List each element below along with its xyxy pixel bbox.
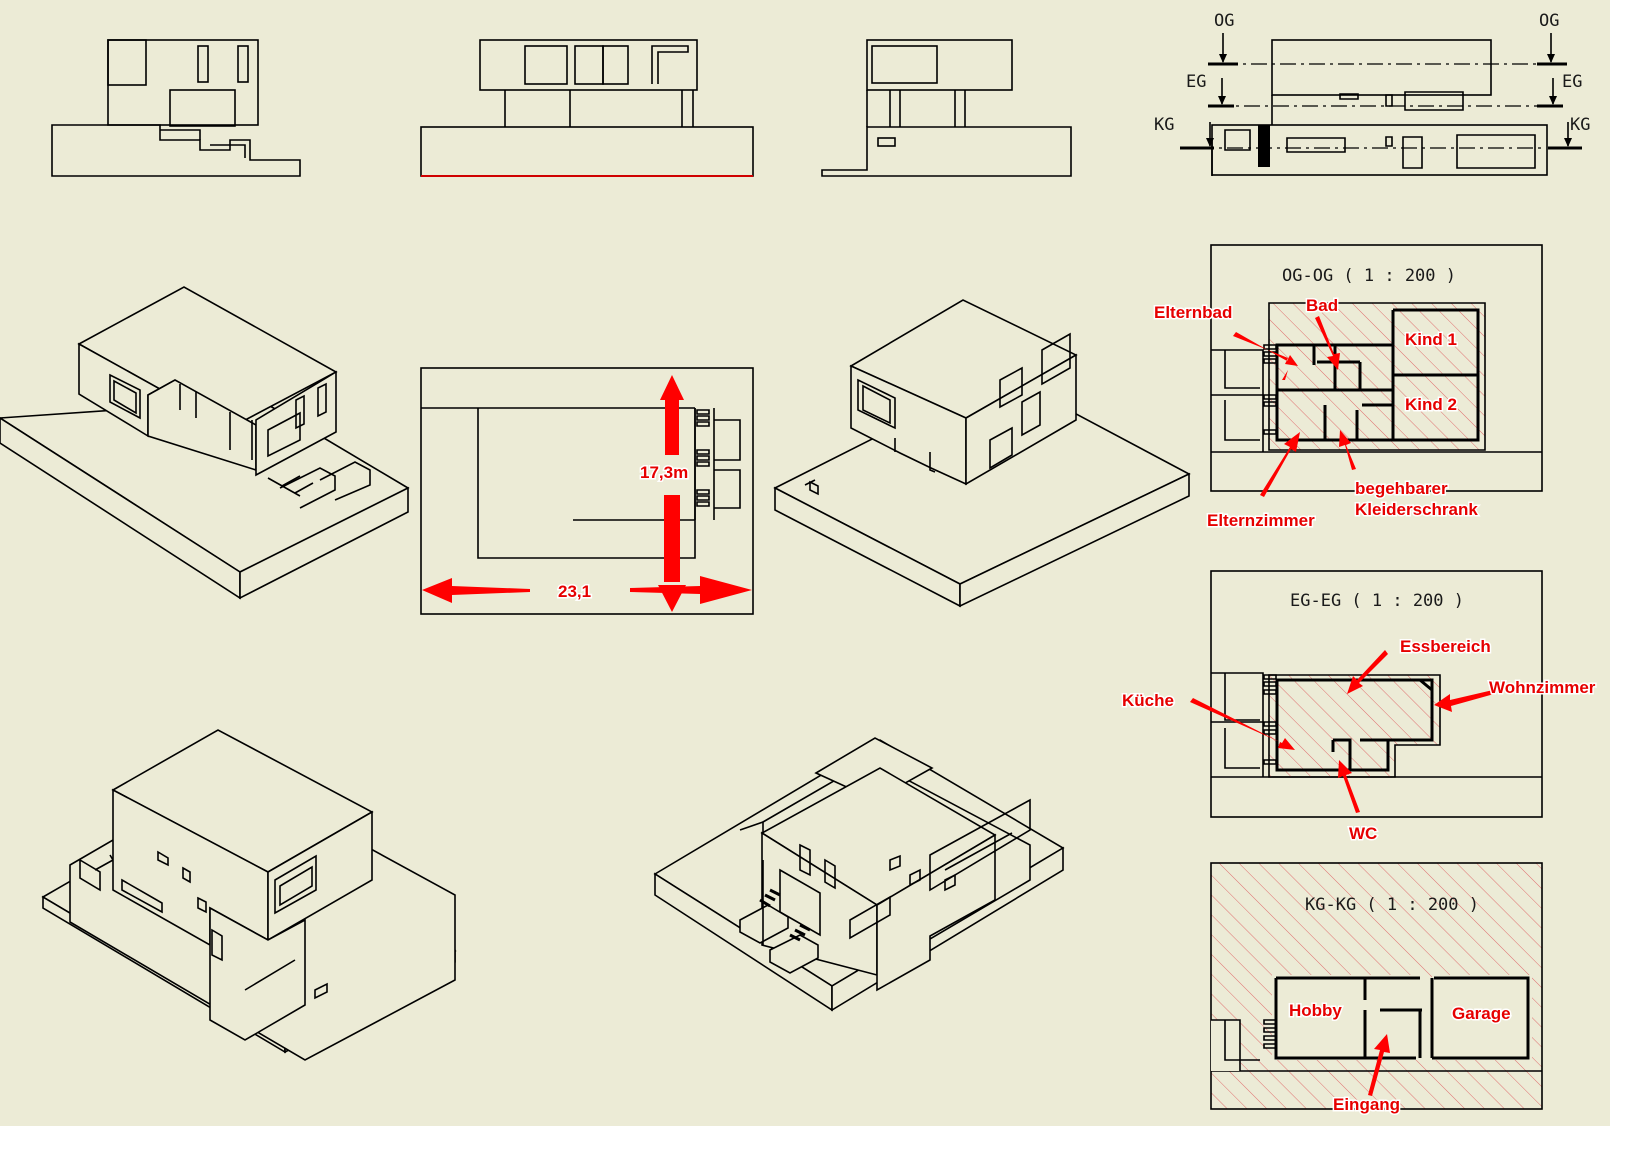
section-mark-og-left: OG <box>1214 11 1234 31</box>
elevation-view-1 <box>51 39 301 177</box>
elevation-view-2 <box>420 39 754 177</box>
floor-plan-og <box>1210 244 1543 497</box>
room-label-kueche: Küche <box>1122 691 1174 710</box>
room-label-elternbad: Elternbad <box>1154 303 1232 322</box>
section-mark-kg-right: KG <box>1570 115 1590 135</box>
section-key-elevation <box>1180 33 1582 176</box>
section-mark-eg-right: EG <box>1562 72 1582 92</box>
isometric-view-2 <box>773 299 1191 608</box>
plan-kg-title: KG-KG ( 1 : 200 ) <box>1305 895 1479 915</box>
room-label-garage: Garage <box>1452 1004 1511 1023</box>
room-label-begehbarer: begehbarer <box>1355 479 1448 498</box>
isometric-view-3 <box>41 729 457 1061</box>
room-label-bad: Bad <box>1306 296 1338 315</box>
floor-plan-eg <box>1190 570 1543 818</box>
dimension-arrows <box>422 375 752 612</box>
room-label-hobby: Hobby <box>1289 1001 1342 1020</box>
room-label-kind-2: Kind 2 <box>1405 395 1457 414</box>
dimension-width-label: 23,1 <box>558 582 591 601</box>
room-label-kleiderschrank: Kleiderschrank <box>1355 500 1478 519</box>
section-mark-kg-left: KG <box>1154 115 1174 135</box>
elevation-view-3 <box>821 39 1072 177</box>
room-label-elternzimmer: Elternzimmer <box>1207 511 1315 530</box>
room-label-eingang: Eingang <box>1333 1095 1400 1114</box>
dimension-depth-label: 17,3m <box>640 463 688 482</box>
plan-eg-title: EG-EG ( 1 : 200 ) <box>1290 591 1464 611</box>
isometric-view-4 <box>653 737 1065 1012</box>
room-label-kind-1: Kind 1 <box>1405 330 1457 349</box>
plan-og-title: OG-OG ( 1 : 200 ) <box>1282 266 1456 286</box>
section-mark-og-right: OG <box>1539 11 1559 31</box>
site-footprint-plan <box>420 367 754 615</box>
room-label-wohnzimmer: Wohnzimmer <box>1489 678 1596 697</box>
room-label-wc: WC <box>1349 824 1377 843</box>
floor-plan-kg <box>1210 862 1543 1110</box>
isometric-view-1 <box>0 286 410 600</box>
room-label-essbereich: Essbereich <box>1400 637 1491 656</box>
section-mark-eg-left: EG <box>1186 72 1206 92</box>
